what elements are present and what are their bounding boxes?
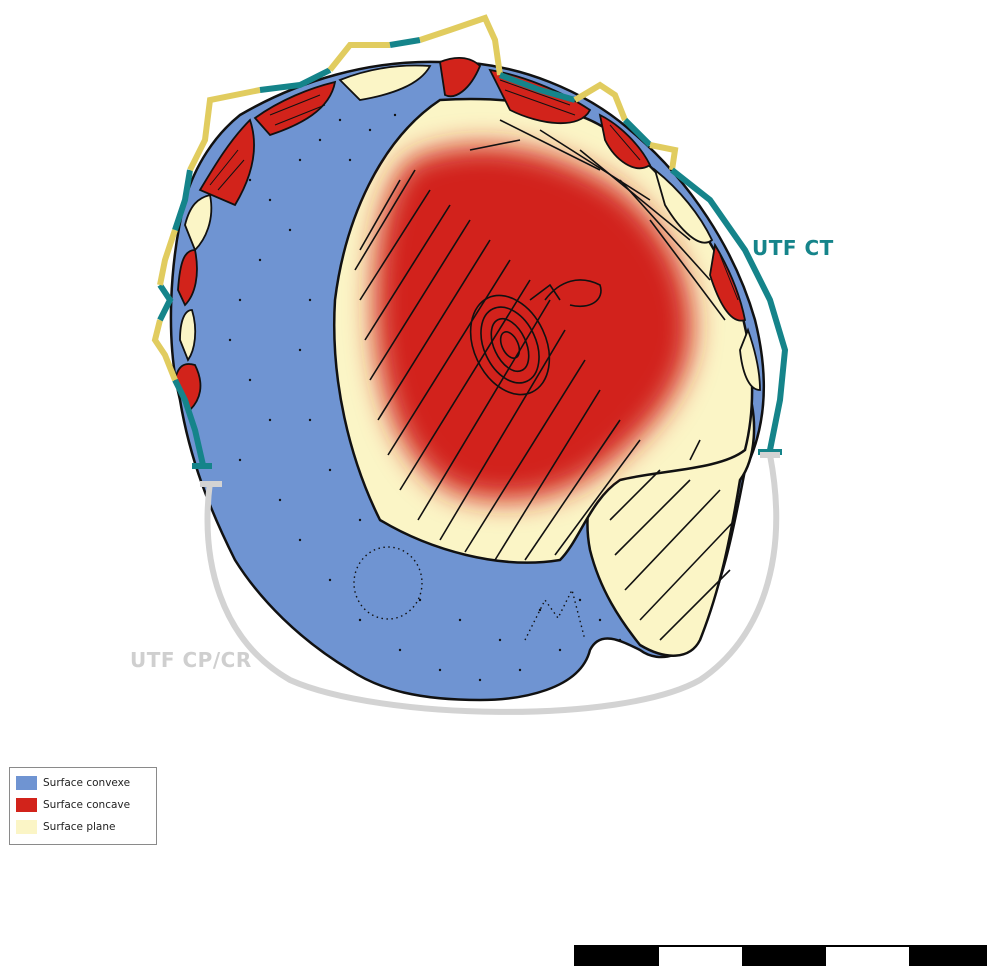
right-flake-hatching [609,439,736,641]
legend-swatch [16,820,37,834]
legend-label: Surface concave [43,799,131,811]
scale-segment [825,947,909,966]
utf-ct-bracket [151,14,789,469]
concave-core-surface [374,145,692,501]
utf-ct-label: UTF CT [752,236,834,260]
stipple-dots [228,113,622,682]
hatching [354,119,726,561]
scale-segment [742,947,826,966]
legend-item-concave: Surface concave [16,794,150,816]
utf-cp-cr-label: UTF CP/CR [130,648,252,672]
legend-label: Surface plane [43,821,116,833]
legend-swatch [16,776,37,790]
edge-retouch [174,57,761,412]
legend-label: Surface convexe [43,777,131,789]
legend: Surface convexe Surface concave Surface … [9,767,157,845]
legend-swatch [16,798,37,812]
impact-point [469,279,602,396]
dotted-outline [353,546,586,641]
scale-segment [659,947,743,966]
scale-bar [574,945,987,966]
scale-segment [908,947,987,966]
utf-cp-cr-bracket [200,452,780,715]
edge-retouch-lines [209,79,739,301]
scale-segment [576,947,660,966]
legend-item-plane: Surface plane [16,816,150,838]
legend-item-convex: Surface convexe [16,772,150,794]
